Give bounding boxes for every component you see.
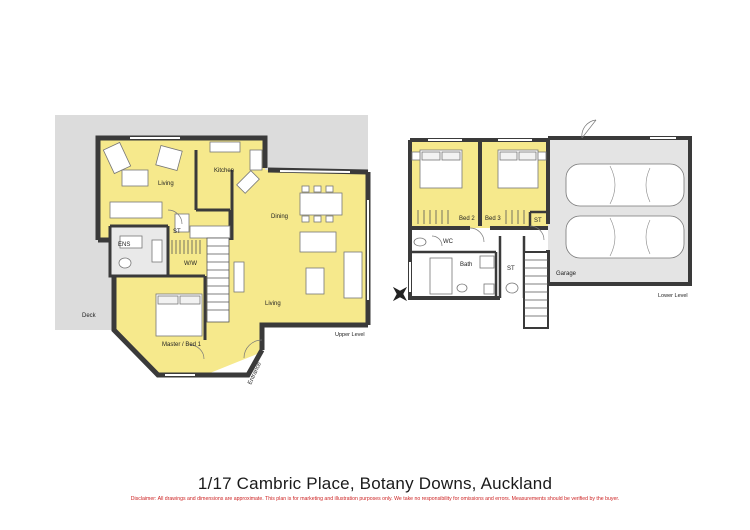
label-st-bed: ST bbox=[534, 218, 542, 224]
upper-windows bbox=[130, 137, 369, 376]
label-living-main: Living bbox=[265, 301, 281, 307]
label-living-top: Living bbox=[158, 181, 174, 187]
car-details bbox=[609, 165, 651, 257]
disclaimer-text: Disclaimer: All drawings and dimensions … bbox=[130, 496, 620, 502]
label-bed3: Bed 3 bbox=[485, 216, 501, 222]
upper-doors bbox=[167, 209, 263, 360]
label-st-upper: ST bbox=[173, 229, 181, 235]
label-bed2: Bed 2 bbox=[459, 216, 475, 222]
lower-level-plan: Bed 2 Bed 3 ST WC Bath ST Garage Lower L… bbox=[408, 119, 692, 329]
upper-inner-walls bbox=[108, 150, 234, 340]
label-lower-level: Lower Level bbox=[658, 293, 688, 299]
label-ens: ENS bbox=[118, 242, 130, 248]
lower-windows bbox=[409, 137, 676, 292]
label-st-lower: ST bbox=[507, 266, 515, 272]
lower-inner-walls bbox=[410, 210, 548, 298]
label-wc: WC bbox=[443, 239, 454, 245]
lower-stairs bbox=[417, 210, 549, 329]
label-wiw: W/W bbox=[184, 261, 197, 267]
garage-area bbox=[548, 138, 690, 284]
compass-icon bbox=[392, 286, 408, 302]
property-address: 1/17 Cambric Place, Botany Downs, Auckla… bbox=[197, 474, 553, 493]
label-master: Master / Bed 1 bbox=[162, 342, 202, 348]
lower-furniture bbox=[411, 149, 685, 295]
label-upper-level: Upper Level bbox=[335, 332, 365, 338]
upper-level-plan: Living Kitchen Dining ENS ST W/W Living … bbox=[55, 115, 371, 386]
label-garage: Garage bbox=[556, 271, 577, 277]
label-bath: Bath bbox=[460, 262, 472, 268]
label-kitchen: Kitchen bbox=[214, 168, 234, 174]
upper-furniture bbox=[102, 141, 363, 337]
label-dining: Dining bbox=[271, 214, 288, 220]
upper-stairs bbox=[171, 237, 230, 323]
lower-doors bbox=[431, 119, 597, 247]
label-deck: Deck bbox=[82, 313, 97, 319]
